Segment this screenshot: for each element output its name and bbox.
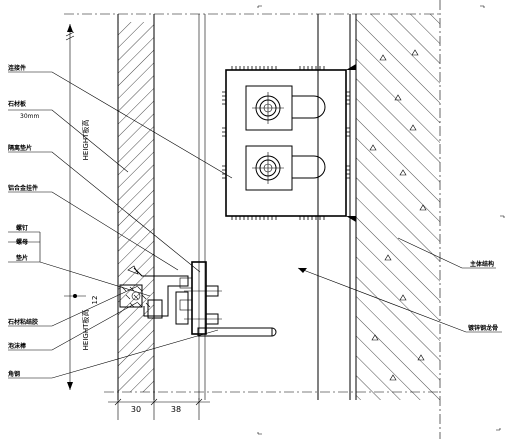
corner-marks [257,5,505,435]
concrete-structure [355,0,441,439]
reference-lines [64,13,440,393]
height-label-bottom: HEIGHT板高 [81,310,90,351]
leader-lines [8,71,502,379]
gap-width-dimension: 38 [171,405,181,414]
label-stone-panel: 石材板 [7,100,27,108]
height-label-top: HEIGHT板高 [81,120,90,161]
label-galvanized-steel: 镀锌钢龙骨 [468,324,498,332]
label-bolt: 螺钉 [16,224,28,232]
label-connector: 连接件 [8,64,26,72]
label-foam-rod: 泡沫棒 [8,342,27,350]
joint-dimension: 12 [91,296,99,305]
concrete-aggregate-marks [369,49,427,381]
keel-lines [317,14,351,400]
label-stone-adhesive: 石材粘结胶 [7,318,38,326]
label-angle-steel: 角钢 [8,370,20,378]
panel-width-dimension: 30 [131,405,141,414]
stone-panel-section [117,14,206,400]
label-aluminum-pendant: 铝合金挂件 [8,184,38,192]
label-insulating-pad: 隔离垫片 [8,144,32,152]
label-structure: 主体结构 [470,260,494,268]
label-stone-thickness: 30mm [20,113,39,120]
connector-plate [222,64,356,222]
bottom-dimensions [108,398,210,420]
bolt-assembly-upper [245,85,326,131]
label-nut: 螺母 [16,238,28,246]
height-dimension [64,24,86,390]
label-washer: 垫片 [16,254,28,262]
bolt-assembly-lower [245,145,326,191]
joint-detail [119,261,277,337]
leader-arrow [298,268,307,273]
